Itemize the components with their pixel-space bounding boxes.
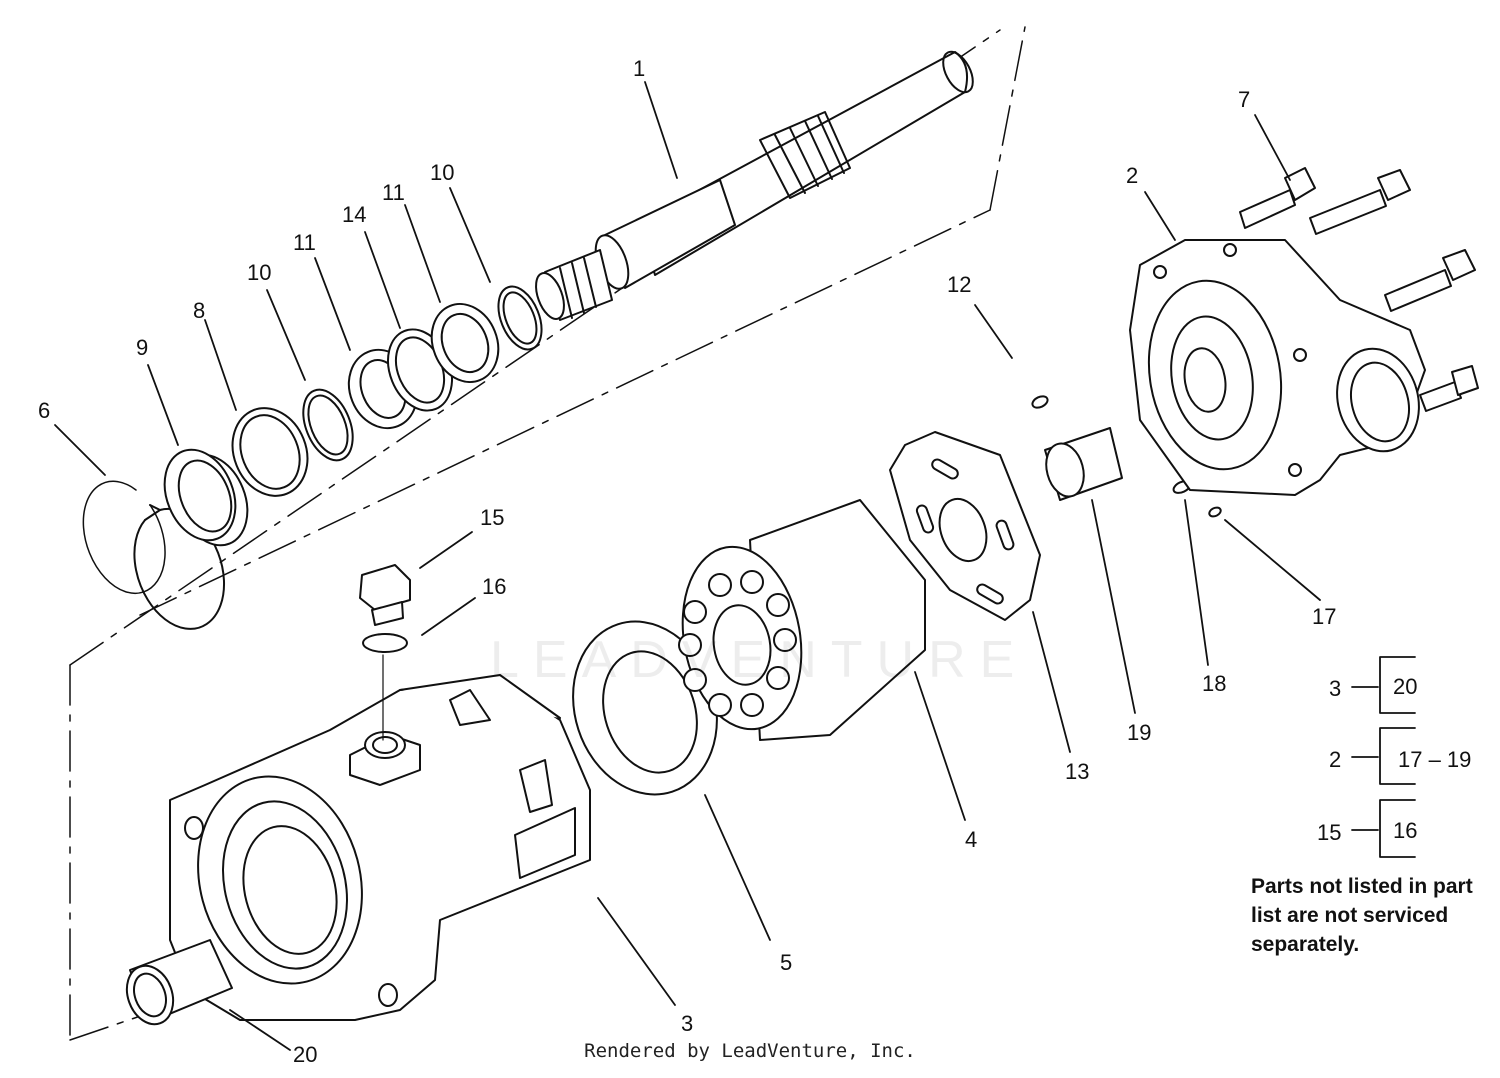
plug-part-15 bbox=[359, 564, 411, 626]
kit-children-15: 16 bbox=[1393, 818, 1417, 843]
washer-part-8 bbox=[231, 407, 309, 497]
leader-lines bbox=[54, 81, 1321, 1051]
callout-3: 3 bbox=[681, 1011, 693, 1036]
callout-5: 5 bbox=[780, 950, 792, 975]
callout-18: 18 bbox=[1202, 671, 1226, 696]
callout-2: 2 bbox=[1126, 163, 1138, 188]
needle-bearing-part-20 bbox=[125, 939, 233, 1026]
callout-10a: 10 bbox=[247, 260, 271, 285]
callout-1: 1 bbox=[633, 56, 645, 81]
cylinder-block-part-4 bbox=[678, 499, 926, 741]
valve-plate-part-13 bbox=[889, 431, 1041, 621]
callout-20: 20 bbox=[293, 1042, 317, 1067]
kit-parent-3: 3 bbox=[1329, 676, 1341, 701]
callout-7: 7 bbox=[1238, 87, 1250, 112]
callout-labels: 1 2 7 6 9 8 10 11 14 11 10 12 15 16 17 1… bbox=[38, 56, 1336, 1067]
kit-children-3: 20 bbox=[1393, 674, 1417, 699]
kit-brackets bbox=[1351, 656, 1416, 858]
thrust-plate-part-5 bbox=[572, 620, 718, 796]
callout-10b: 10 bbox=[430, 160, 454, 185]
watermark: LEADVENTURE bbox=[490, 631, 1029, 689]
callout-8: 8 bbox=[193, 298, 205, 323]
kit-parent-2: 2 bbox=[1329, 747, 1341, 772]
o-ring-part-16 bbox=[362, 633, 408, 653]
callout-12: 12 bbox=[947, 272, 971, 297]
callout-6: 6 bbox=[38, 398, 50, 423]
callout-19: 19 bbox=[1127, 720, 1151, 745]
pin-part-17 bbox=[1208, 506, 1222, 518]
callout-4: 4 bbox=[965, 827, 977, 852]
needle-bearing-part-19 bbox=[1044, 427, 1123, 501]
snap-ring-part-10a bbox=[302, 388, 354, 462]
callout-15: 15 bbox=[480, 505, 504, 530]
snap-ring-part-10b bbox=[497, 285, 543, 351]
thrust-washer-part-11b bbox=[430, 303, 500, 383]
kit-children-2: 17 – 19 bbox=[1398, 747, 1471, 772]
callout-17: 17 bbox=[1312, 604, 1336, 629]
bolt-part-7 bbox=[1239, 167, 1479, 412]
callout-11a: 11 bbox=[293, 230, 316, 255]
housing-part-3 bbox=[169, 674, 591, 1021]
callout-16: 16 bbox=[482, 574, 506, 599]
callout-11b: 11 bbox=[382, 180, 405, 205]
callout-9: 9 bbox=[136, 335, 148, 360]
end-cap-part-2 bbox=[1129, 239, 1426, 496]
callout-13: 13 bbox=[1065, 759, 1089, 784]
render-credit: Rendered by LeadVenture, Inc. bbox=[584, 1040, 916, 1062]
pin-part-12 bbox=[1031, 395, 1049, 409]
shaft-part-1 bbox=[535, 50, 974, 321]
seal-part-9 bbox=[163, 448, 249, 547]
kit-parent-15: 15 bbox=[1317, 820, 1341, 845]
service-note: Parts not listed in part list are not se… bbox=[1251, 875, 1473, 956]
callout-14: 14 bbox=[342, 202, 366, 227]
kit-legend: 3 20 2 17 – 19 15 16 bbox=[1317, 674, 1471, 845]
